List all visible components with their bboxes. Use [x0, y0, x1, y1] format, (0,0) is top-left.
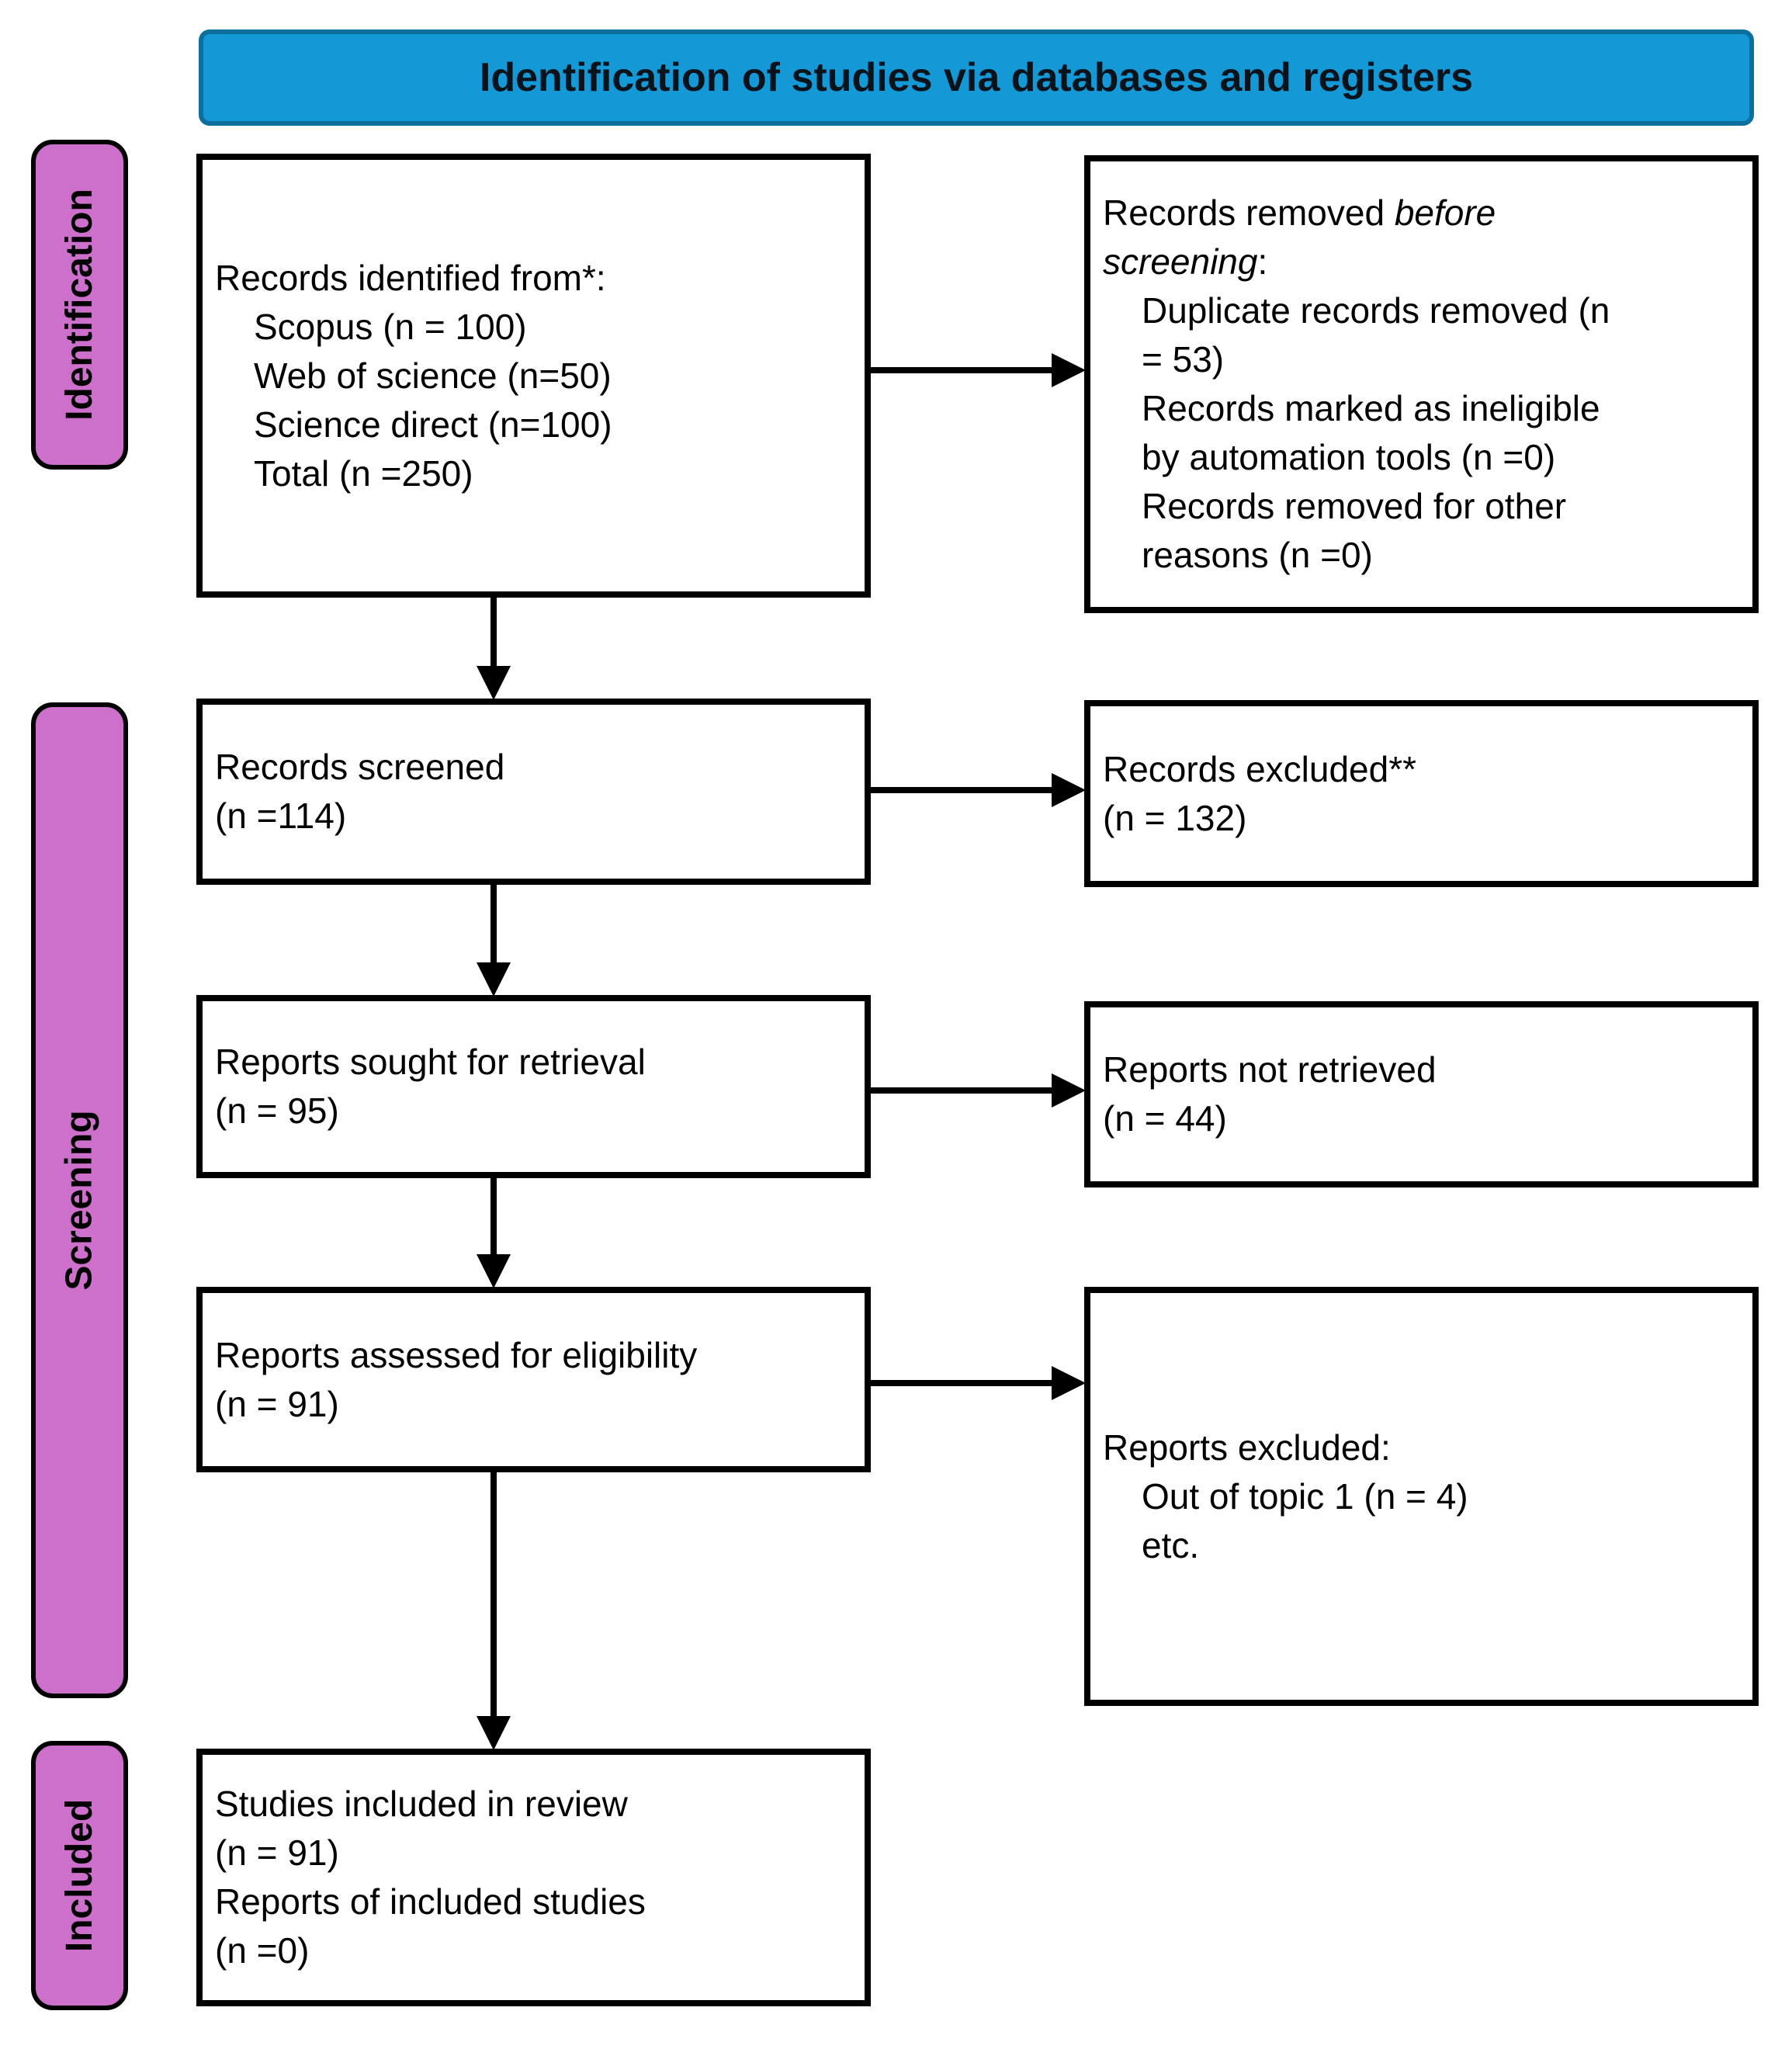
box-reports-assessed: Reports assessed for eligibility(n = 91)	[196, 1287, 871, 1472]
arrow-right-icon	[869, 353, 1086, 387]
box-reports-sought: Reports sought for retrieval(n = 95)	[196, 995, 871, 1178]
box-studies-included: Studies included in review(n = 91)Report…	[196, 1749, 871, 2006]
stage-identification-label: Identification	[59, 189, 101, 421]
stage-included-label: Included	[59, 1798, 100, 1953]
stage-included: Included	[31, 1741, 128, 2010]
box-records-screened: Records screened(n =114)	[196, 699, 871, 885]
banner: Identification of studies via databases …	[199, 29, 1754, 126]
arrow-down-icon	[477, 596, 511, 700]
arrow-right-icon	[869, 773, 1086, 807]
arrow-right-icon	[869, 1073, 1086, 1108]
arrow-down-icon	[477, 1177, 511, 1288]
arrow-down-icon	[477, 1471, 511, 1750]
banner-label: Identification of studies via databases …	[479, 55, 1474, 100]
box-records-identified: Records identified from*:Scopus (n = 100…	[196, 154, 871, 598]
stage-screening-label: Screening	[59, 1110, 101, 1291]
arrow-down-icon	[477, 883, 511, 997]
arrow-right-icon	[869, 1366, 1086, 1400]
stage-screening: Screening	[31, 702, 128, 1698]
box-reports-not-retrieved: Reports not retrieved(n = 44)	[1084, 1001, 1759, 1187]
box-records-excluded: Records excluded**(n = 132)	[1084, 700, 1759, 887]
box-reports-excluded: Reports excluded:Out of topic 1 (n = 4)e…	[1084, 1287, 1759, 1706]
stage-identification: Identification	[31, 140, 128, 470]
